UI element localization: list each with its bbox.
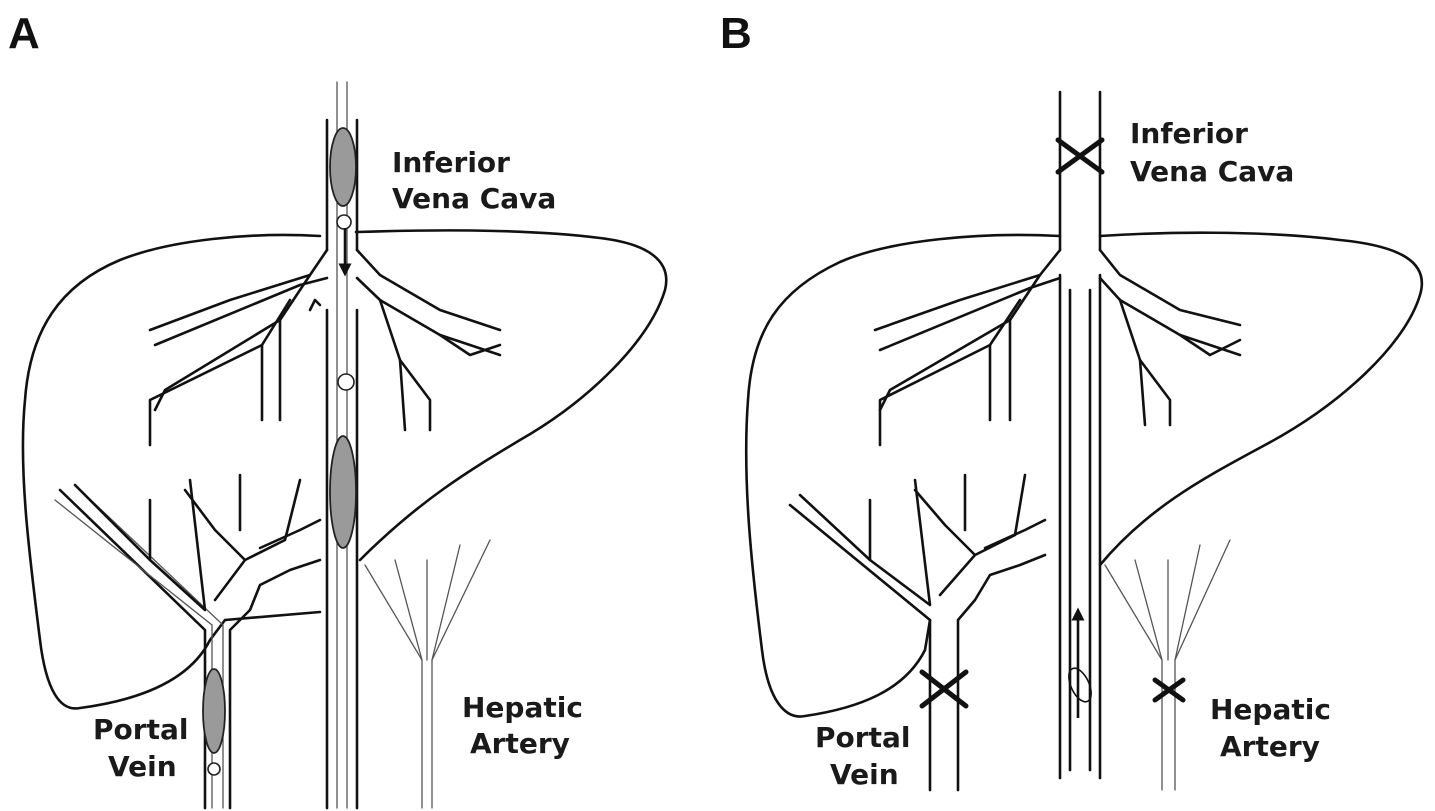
hepatic-artery-label-line1: Hepatic — [1210, 693, 1331, 726]
panel-a: A — [8, 9, 666, 808]
portal-vein-label-line1: Portal — [815, 721, 910, 754]
ivc-label-line1: Inferior — [1130, 117, 1248, 150]
panel-letter-b: B — [720, 9, 752, 58]
hepatic-artery-label-line2: Artery — [1220, 730, 1320, 763]
liver-outline — [746, 233, 1422, 717]
thrombus — [330, 436, 356, 548]
panel-b: B — [720, 9, 1422, 791]
ivc-label-line2: Vena Cava — [392, 182, 556, 215]
portal-vein-label-line1: Portal — [93, 713, 188, 746]
hepatic-artery-label-line2: Artery — [470, 727, 570, 760]
ivc-label-line1: Inferior — [392, 146, 510, 179]
panel-letter-a: A — [8, 9, 40, 58]
inferior-vena-cava — [327, 82, 357, 808]
ivc-label-line2: Vena Cava — [1130, 155, 1294, 188]
hepatic-artery-label-line1: Hepatic — [462, 691, 583, 724]
thrombus — [330, 128, 356, 206]
hepatic-veins — [150, 250, 500, 445]
thrombus — [203, 669, 225, 753]
inferior-vena-cava — [1058, 92, 1102, 778]
portal-vein-label-line2: Vein — [830, 758, 899, 791]
hepatic-artery — [365, 540, 490, 808]
portal-vein — [55, 475, 320, 808]
hepatic-artery — [1105, 540, 1230, 790]
portal-vein-label-line2: Vein — [108, 750, 177, 783]
hepatic-veins — [875, 250, 1240, 445]
